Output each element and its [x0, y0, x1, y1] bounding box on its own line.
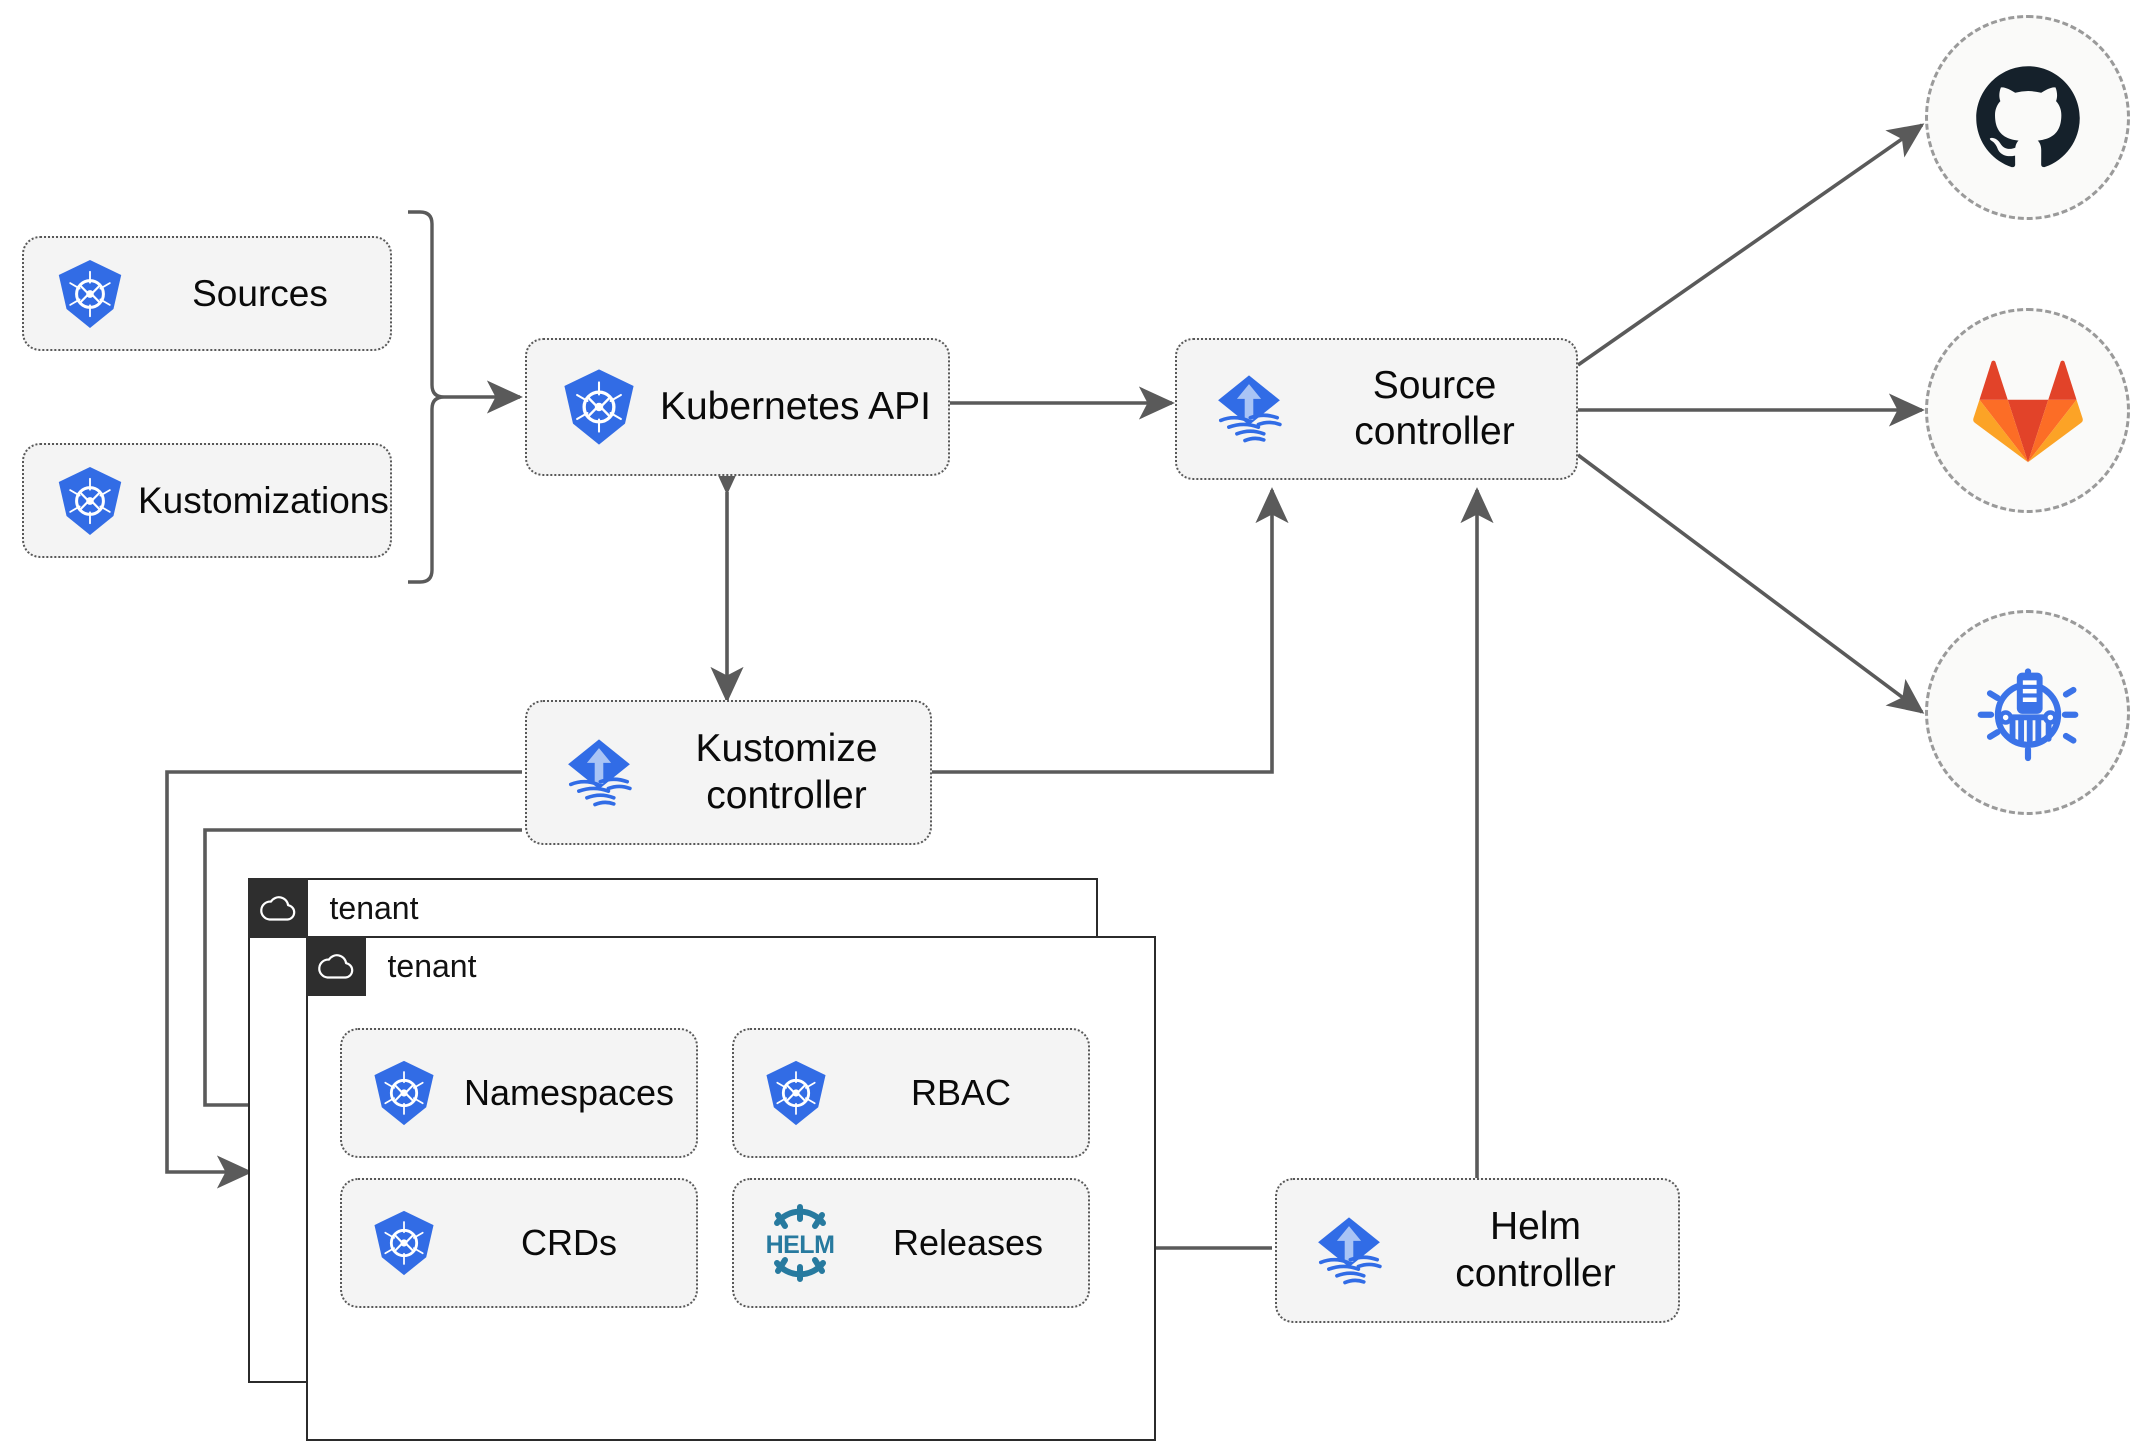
- tenant-title: tenant: [329, 889, 419, 926]
- node-label: RBAC: [910, 1071, 1012, 1113]
- gitlab-icon: [1972, 360, 2083, 462]
- kubernetes-icon: [750, 1058, 842, 1128]
- kubernetes-icon: [358, 1058, 450, 1128]
- node-kubernetes-api[interactable]: Kubernetes API: [525, 338, 950, 476]
- node-label: CRDs: [521, 1221, 617, 1263]
- flux-icon: [1297, 1208, 1401, 1294]
- provider-github[interactable]: [1925, 15, 2130, 220]
- node-label: Helm controller: [1455, 1205, 1616, 1295]
- node-namespaces[interactable]: Namespaces: [340, 1028, 698, 1158]
- wire-source-github: [1576, 123, 1925, 367]
- cr-bracket: [408, 210, 445, 584]
- node-label: Namespaces: [463, 1071, 675, 1113]
- kubernetes-icon: [42, 257, 138, 331]
- flux-icon: [1197, 366, 1301, 452]
- node-label: Source controller: [1354, 363, 1515, 453]
- provider-gitlab[interactable]: [1925, 308, 2130, 513]
- kubernetes-icon: [358, 1208, 450, 1278]
- wire-source-helmrepo: [1576, 453, 1925, 714]
- helm-repository-icon: [1977, 667, 2078, 761]
- github-icon: [1975, 65, 2080, 167]
- tenant-titlebar: tenant: [305, 935, 477, 996]
- provider-helm-repository[interactable]: [1925, 610, 2130, 815]
- node-kustomizations[interactable]: Kustomizations: [22, 443, 392, 558]
- tenant-titlebar: tenant: [247, 877, 419, 938]
- flux-icon: [547, 730, 651, 816]
- node-label: Releases: [892, 1221, 1044, 1263]
- node-label: Kustomizations: [138, 479, 389, 521]
- tenant-title: tenant: [387, 947, 477, 984]
- node-crds[interactable]: CRDs: [340, 1178, 698, 1308]
- cloud-icon: [247, 877, 308, 938]
- wire-kustomize-tenant1: [165, 770, 522, 1189]
- node-releases[interactable]: HELM Releases: [732, 1178, 1090, 1308]
- node-label: Kubernetes API: [659, 384, 932, 428]
- svg-text:HELM: HELM: [766, 1231, 835, 1259]
- node-kustomize-controller[interactable]: Kustomize controller: [525, 700, 932, 845]
- node-label: Sources: [192, 272, 328, 314]
- diagram-canvas: Sources Kustomizations: [22, 15, 2130, 1441]
- node-sources[interactable]: Sources: [22, 236, 392, 351]
- cloud-icon: [305, 935, 366, 996]
- helm-icon: HELM: [744, 1201, 856, 1285]
- kubernetes-icon: [42, 464, 138, 538]
- node-rbac[interactable]: RBAC: [732, 1028, 1090, 1158]
- node-source-controller[interactable]: Source controller: [1175, 338, 1578, 480]
- wire-kustomize-source: [932, 487, 1289, 774]
- kubernetes-icon: [547, 366, 651, 448]
- node-label: Kustomize controller: [695, 727, 878, 817]
- node-helm-controller[interactable]: Helm controller: [1275, 1178, 1680, 1323]
- connector-layer: [165, 123, 1925, 1265]
